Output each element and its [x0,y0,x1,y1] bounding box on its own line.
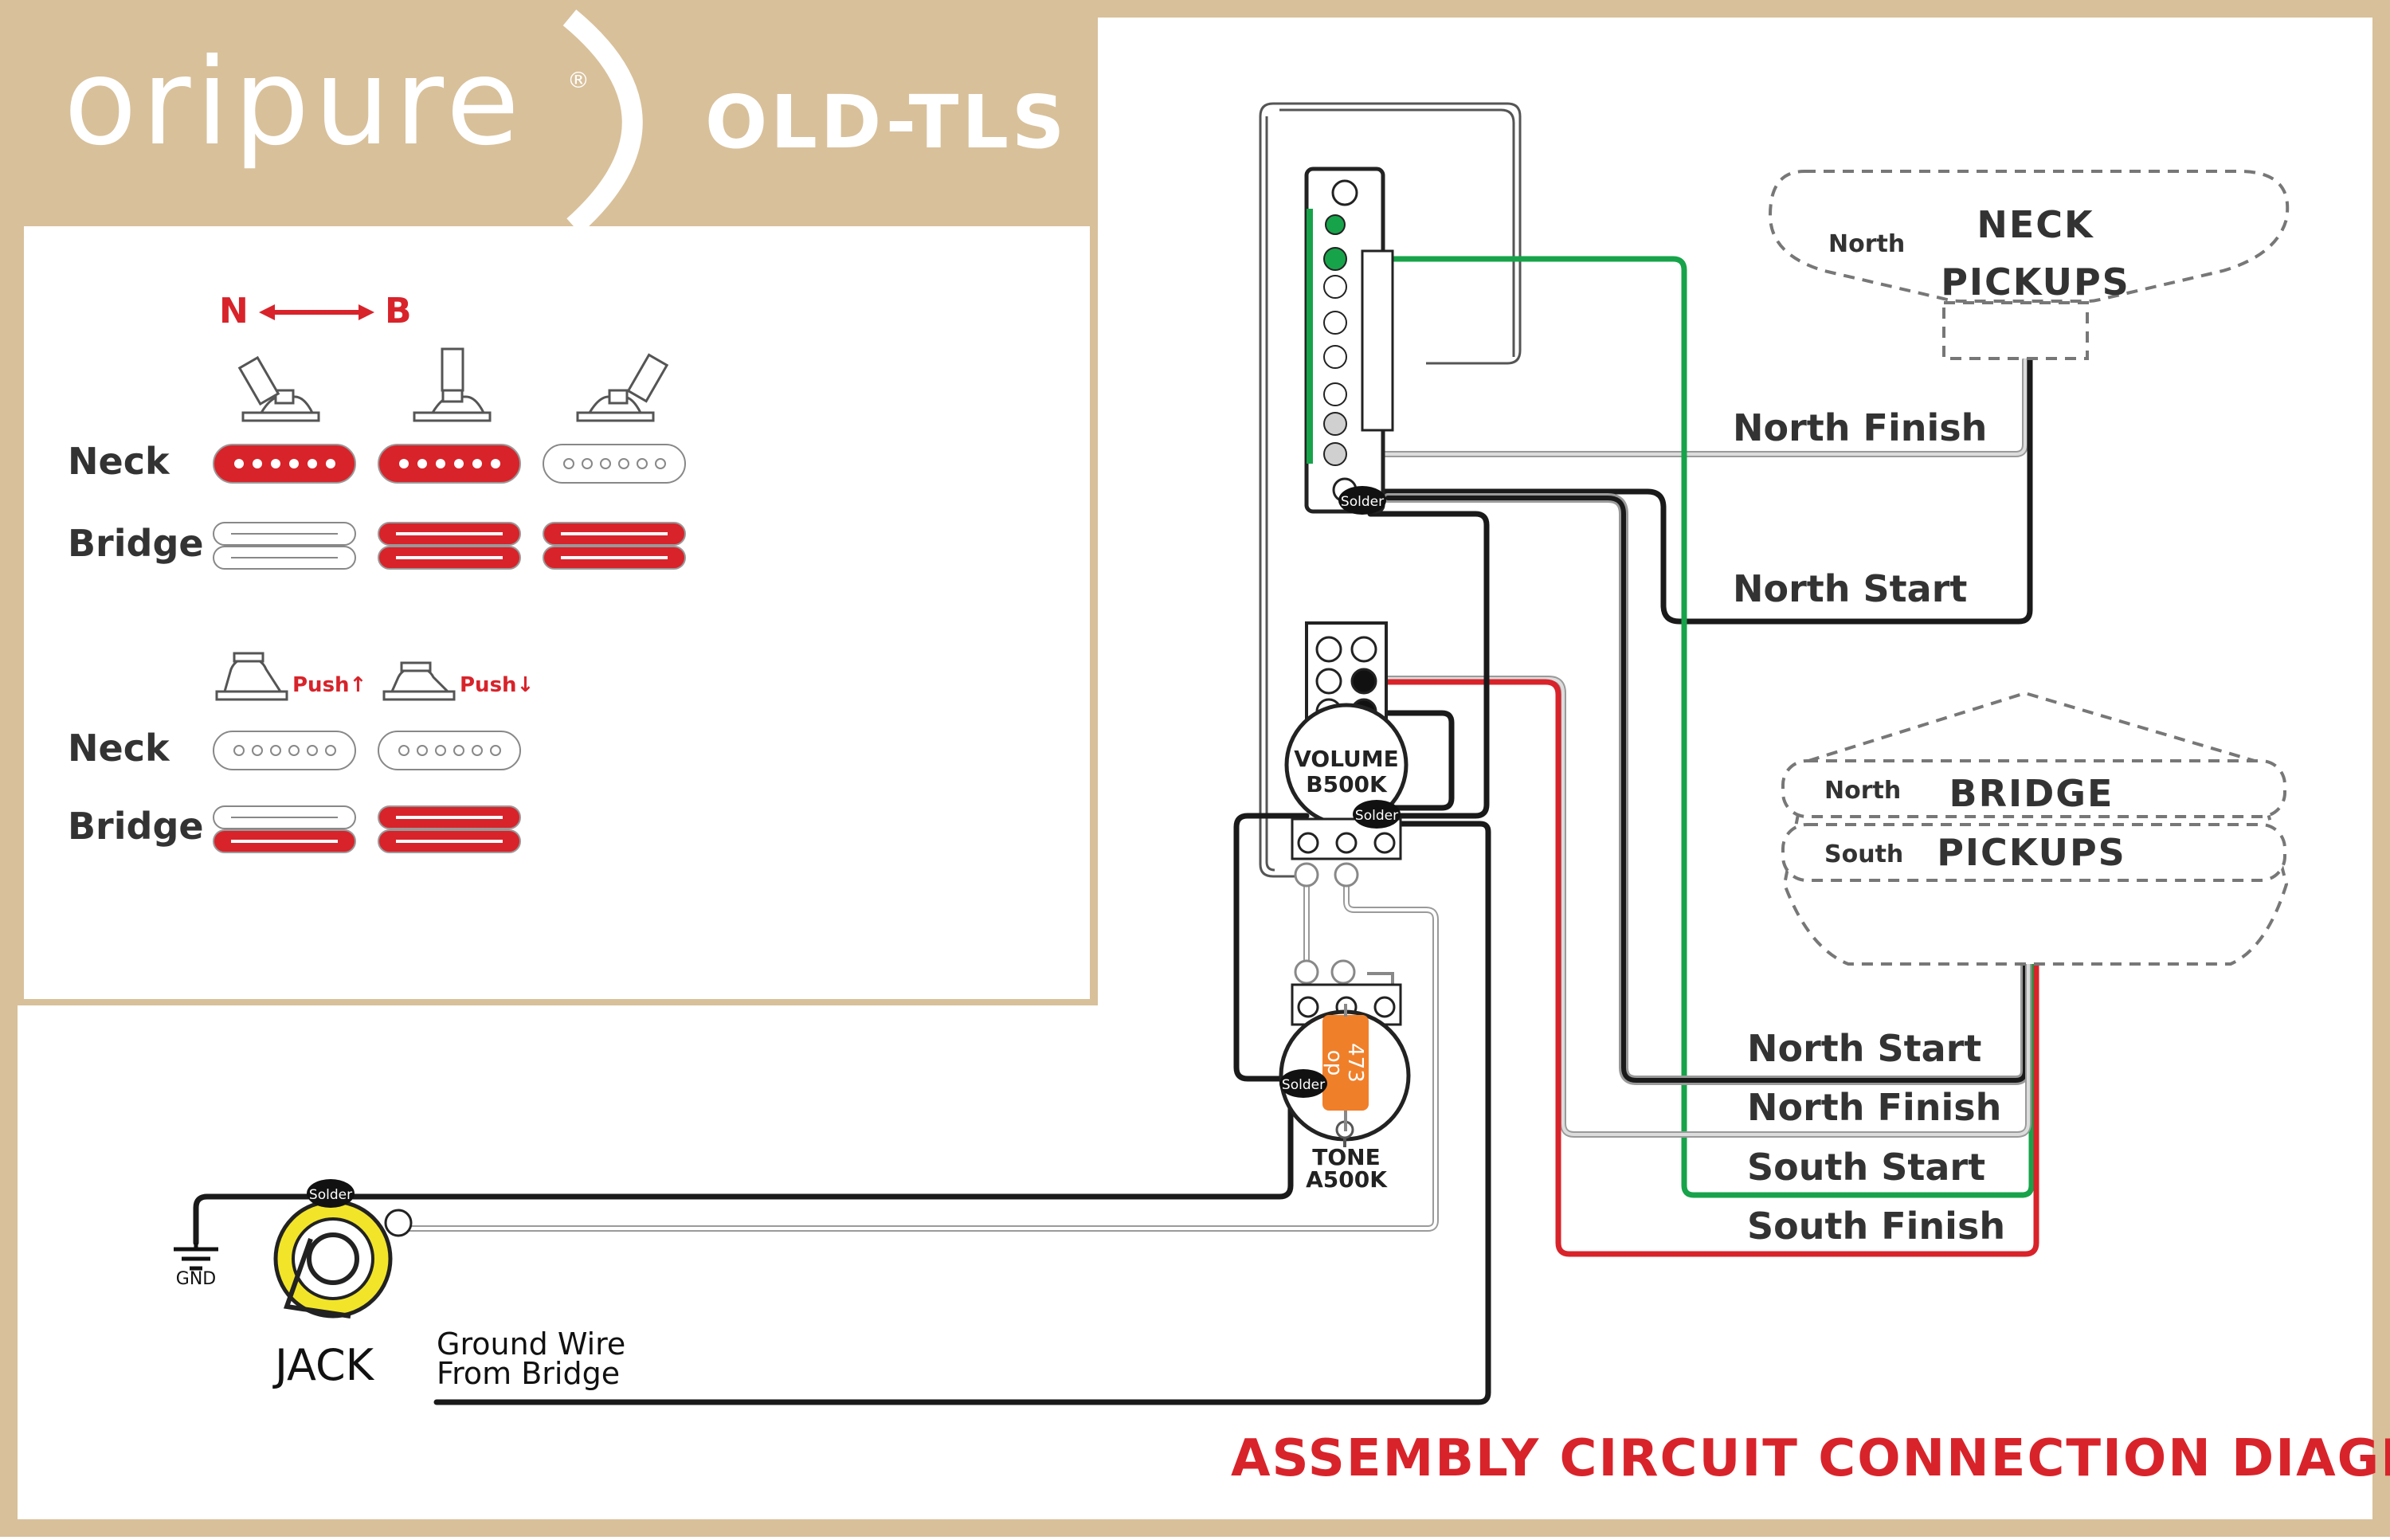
bridge-pickup-title-1: BRIDGE [1949,772,2114,815]
switch-row-bridge-label: Bridge [68,522,204,565]
label-bridge-north-start: North Start [1747,1027,1981,1070]
brand-logo: oripure [64,33,524,172]
capacitor: 473 op [1322,1004,1369,1131]
push-row-neck-label: Neck [68,727,170,770]
svg-text:Solder: Solder [1341,494,1384,510]
model-title: OLD-TLS [705,80,1068,165]
direction-bridge-letter: B [385,291,412,331]
wire-bridge-south-start [1332,256,2035,1198]
tone-label-2: A500K [1306,1166,1388,1193]
svg-text:Solder: Solder [1355,808,1398,824]
toggle-middle-icon [413,347,492,422]
gnd-label: GND [176,1269,216,1289]
label-bridge-north-finish: North Finish [1747,1086,2001,1129]
svg-text:op: op [1322,1050,1346,1076]
solder-tone: Solder [1279,1069,1327,1098]
bridge-pickup-pole-south: South [1824,841,1903,868]
bridge-hum-active-2 [378,522,521,570]
bridge-hum-inactive-1 [213,522,356,570]
wire-neck-north-start [1375,357,2033,625]
bridge-hum-active-3 [543,522,686,570]
brand-header: oripure ® OLD-TLS [64,33,1068,172]
bridge-pickup-title-2: PICKUPS [1937,831,2126,874]
push-down-label: Push↓ [460,673,534,697]
neck-pickup-title-1: NECK [1977,203,2094,246]
tone-label-1: TONE [1312,1144,1380,1170]
neck-pickup-title-2: PICKUPS [1941,261,2130,304]
ground-wire-label-2: From Bridge [437,1356,620,1391]
switch-row-neck-label: Neck [68,440,170,483]
gnd-icon [174,1243,218,1271]
control-plate-outline [1259,102,1522,878]
toggle-neck-icon [237,355,320,422]
label-neck-north-finish: North Finish [1733,406,1987,449]
jack[interactable] [273,1199,413,1319]
brand-registered-mark: ® [567,67,590,93]
neck-coil-active-1 [213,444,356,484]
toggle-bridge-icon [576,353,669,422]
label-neck-north-start: North Start [1733,567,1967,610]
push-neck-coil-inactive-1 [213,731,356,770]
wire-bridge-south-finish [1383,679,2039,1257]
svg-text:Solder: Solder [1282,1077,1325,1093]
push-neck-coil-inactive-2 [378,731,521,770]
selector-switch[interactable] [1304,167,1394,514]
wire-ground-from-bridge [433,821,1491,1405]
neck-pickup-outline [1768,170,2290,360]
push-knob-down-icon [382,661,456,701]
direction-arrow-icon [259,304,374,320]
solder-jack: Solder [307,1179,355,1208]
solder-volume: Solder [1353,800,1401,829]
svg-text:Solder: Solder [309,1187,352,1203]
push-bridge-hum-full [378,805,521,853]
label-bridge-south-start: South Start [1747,1146,1985,1189]
volume-label-2: B500K [1306,771,1388,797]
legend-panel: N B Neck Bridge [68,291,686,853]
label-bridge-south-finish: South Finish [1747,1205,2005,1248]
volume-label-1: VOLUME [1294,746,1399,772]
neck-coil-inactive-3 [543,444,686,484]
ground-wire-label-1: Ground Wire [437,1326,625,1362]
direction-neck-letter: N [219,291,249,331]
push-up-label: Push↑ [292,673,366,697]
push-bridge-hum-split [213,805,356,853]
footer-title: ASSEMBLY CIRCUIT CONNECTION DIAGRAM [1231,1429,2390,1488]
neck-pickup-pole-label: North [1828,230,1905,258]
volume-pot[interactable] [1284,621,1409,888]
neck-coil-active-2 [378,444,521,484]
push-knob-up-icon [215,652,288,701]
bridge-pickup-pole-north: North [1824,777,1901,805]
solder-switch: Solder [1338,486,1386,515]
push-row-bridge-label: Bridge [68,805,204,848]
bridge-pickup-outline [1781,691,2289,966]
svg-text:473: 473 [1343,1043,1367,1083]
jack-label: JACK [272,1340,375,1390]
wires [193,256,2039,1405]
